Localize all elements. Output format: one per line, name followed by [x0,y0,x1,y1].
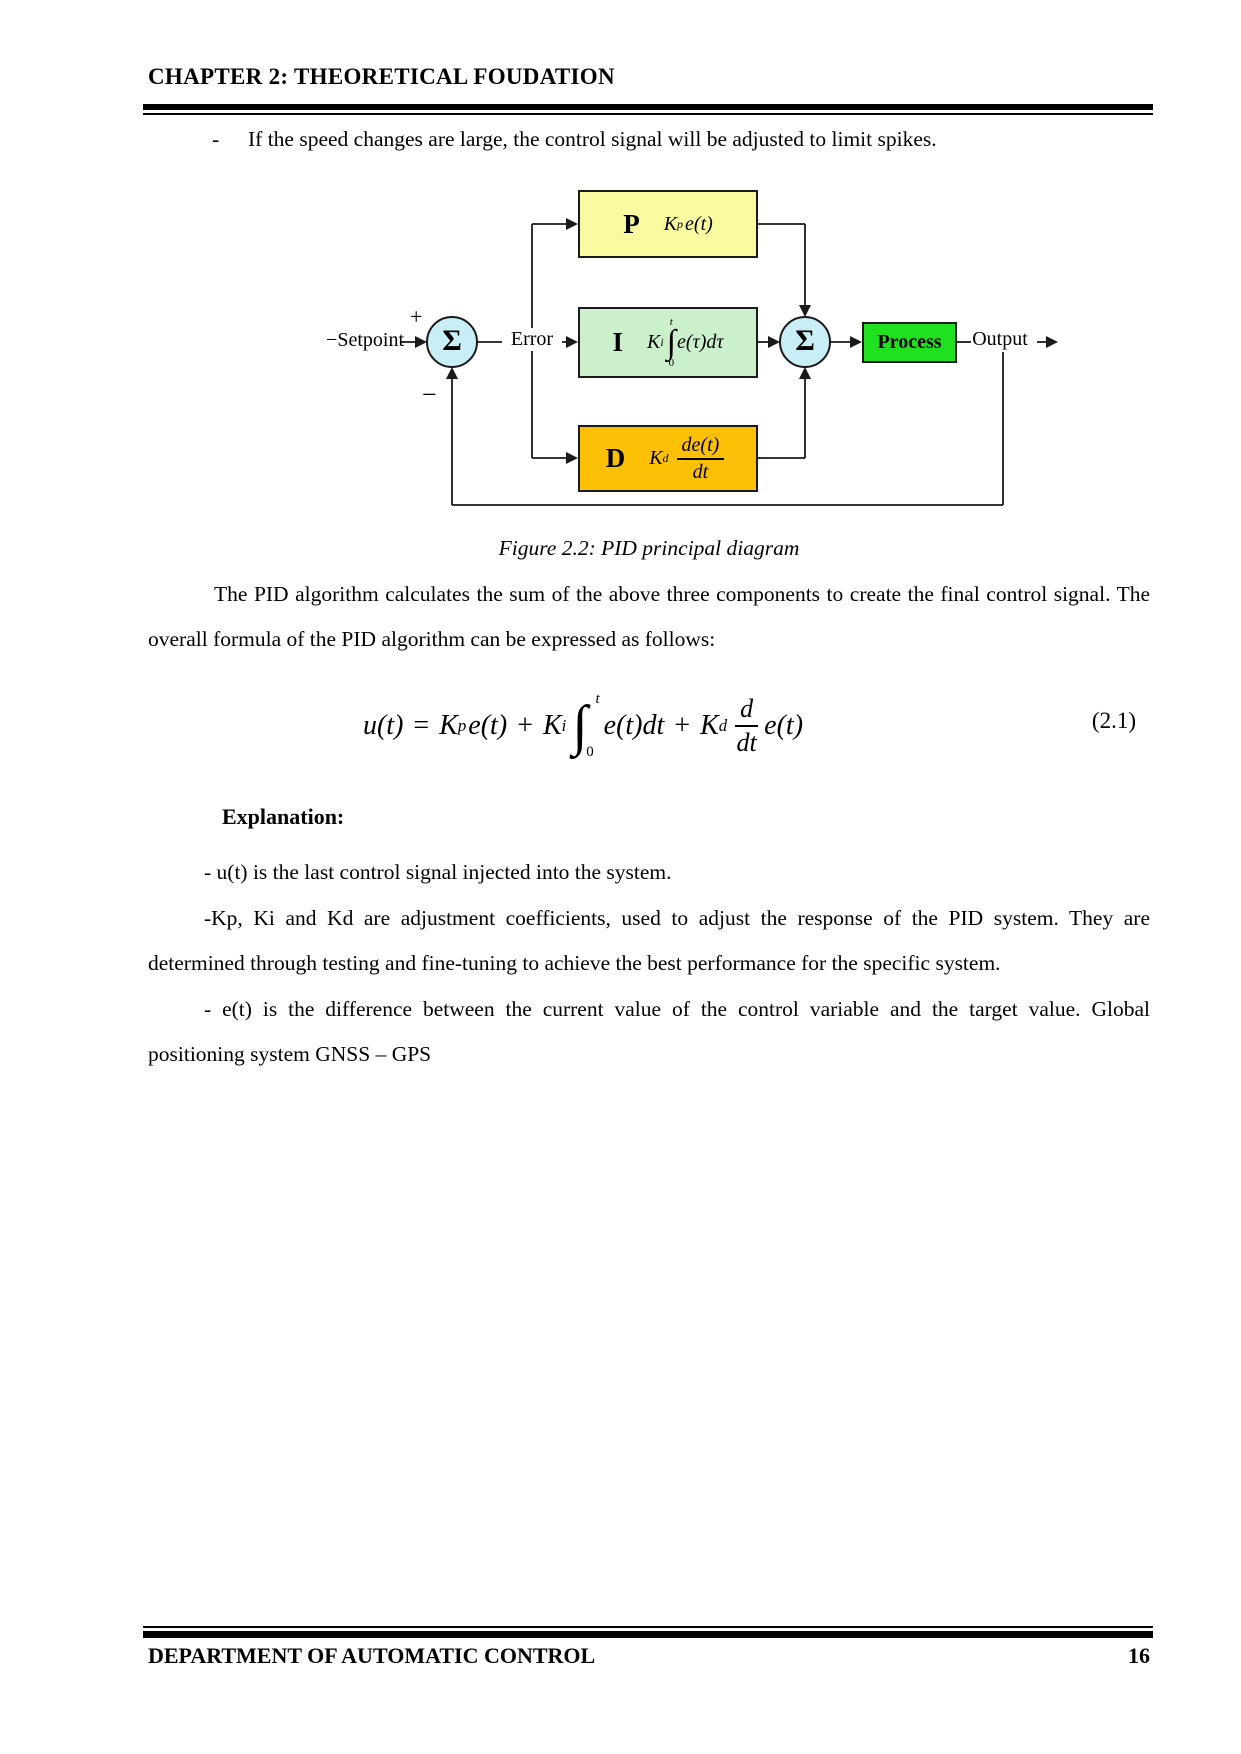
footer-page-number: 16 [1128,1643,1150,1668]
i-letter: I [612,327,623,357]
equation-number: (2.1) [1091,708,1136,733]
p-letter: P [623,208,640,239]
sum-junction-1 [426,316,478,368]
explanation-item-ut: - u(t) is the last control signal inject… [204,860,672,884]
footer-department: DEPARTMENT OF AUTOMATIC CONTROL [148,1643,596,1668]
bullet-dash: - [212,127,220,151]
d-letter: D [605,443,626,473]
sigma-symbol-2: Σ [795,324,815,357]
sigma-symbol-1: Σ [442,324,462,357]
output-label: Output [972,328,1028,350]
header-rule-thin [143,113,1153,115]
plus-sign: + [410,304,423,329]
explanation-list: - u(t) is the last control signal inject… [148,850,1150,1078]
error-label: Error [502,328,562,351]
explanation-heading: Explanation: [222,804,345,829]
bullet-text: If the speed changes are large, the cont… [248,127,937,151]
process-block: Process [862,322,957,363]
explanation-item-et: - e(t) is the difference between the cur… [148,996,1150,1067]
footer-rule-thick [143,1631,1153,1638]
intro-bullet: - If the speed changes are large, the con… [212,127,937,152]
header-rule-thick [143,104,1153,110]
setpoint-label: −Setpoint [326,329,404,351]
sum-junction-2 [779,316,831,368]
arrowheads [415,218,1058,464]
footer-rule-thin [143,1626,1153,1628]
paragraph-pid-sum: The PID algorithm calculates the sum of … [148,582,1150,651]
explanation-item-kp: -Kp, Ki and Kd are adjustment coefficien… [148,905,1150,976]
figure-caption: Figure 2.2: PID principal diagram [498,536,800,560]
page-footer: DEPARTMENT OF AUTOMATIC CONTROL 16 [148,1643,1150,1669]
minus-sign: − [422,380,437,409]
process-label: Process [877,331,942,353]
page-title: CHAPTER 2: THEORETICAL FOUDATION [148,64,615,89]
diagram-lines [400,218,1058,506]
